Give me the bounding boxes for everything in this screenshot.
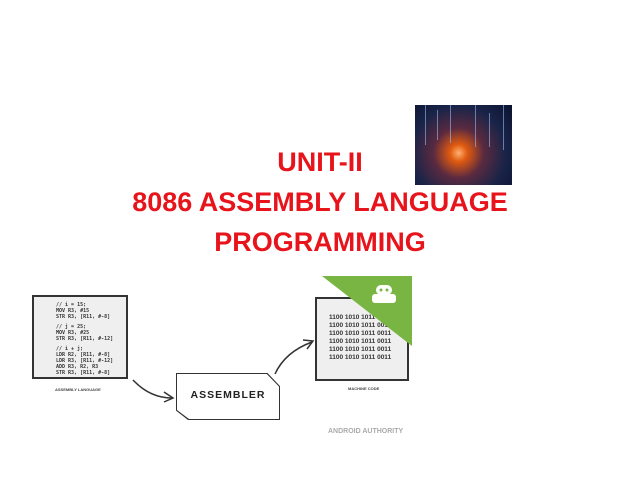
machine-code-line: 1100 1010 1011 0011 [329, 346, 392, 353]
android-robot-icon [372, 285, 396, 303]
title-line-1: UNIT-II [277, 147, 363, 177]
machine-code-line: 1100 1010 1011 0011 [329, 354, 392, 361]
assembly-label: ASSEMBLY LANGUAGE [55, 387, 101, 392]
assembly-code-line: MOV R3, #15 [56, 308, 90, 314]
assembly-code-line: MOV R3, #25 [56, 330, 90, 336]
machine-code-line: 1100 1010 1011 0011 [329, 322, 392, 329]
assembly-code-line: // i + j; [56, 346, 84, 352]
assembler-box: ASSEMBLER [177, 374, 279, 419]
assembly-code-line: STR R3, [R11, #-12] [56, 336, 114, 342]
title-line-2: 8086 ASSEMBLY LANGUAGE [132, 187, 508, 217]
assembly-code-line: // j = 25; [56, 324, 87, 330]
binary-code-photo [415, 105, 512, 185]
assembly-code-line: LDR R2, [R11, #-8] [56, 352, 111, 358]
assembly-code-line: STR R3, [R11, #-8] [56, 370, 111, 376]
assembler-label: ASSEMBLER [190, 389, 266, 401]
machine-code-label: MACHINE CODE [348, 386, 380, 391]
assembly-code-line: LDR R3, [R11, #-12] [56, 358, 114, 364]
machine-code-line: 1100 1010 1011 0011 [329, 314, 392, 321]
assembly-code-line: // i = 15; [56, 302, 87, 308]
assembly-code-line: ADD R3, R2, R3 [56, 364, 99, 370]
android-authority-watermark: ANDROID AUTHORITY [328, 428, 404, 435]
assembly-code-line: STR R3, [R11, #-8] [56, 314, 111, 320]
machine-code-line: 1100 1010 1011 0011 [329, 338, 392, 345]
machine-code-line: 1100 1010 1011 0011 [329, 330, 392, 337]
title-line-3: PROGRAMMING [214, 227, 426, 257]
